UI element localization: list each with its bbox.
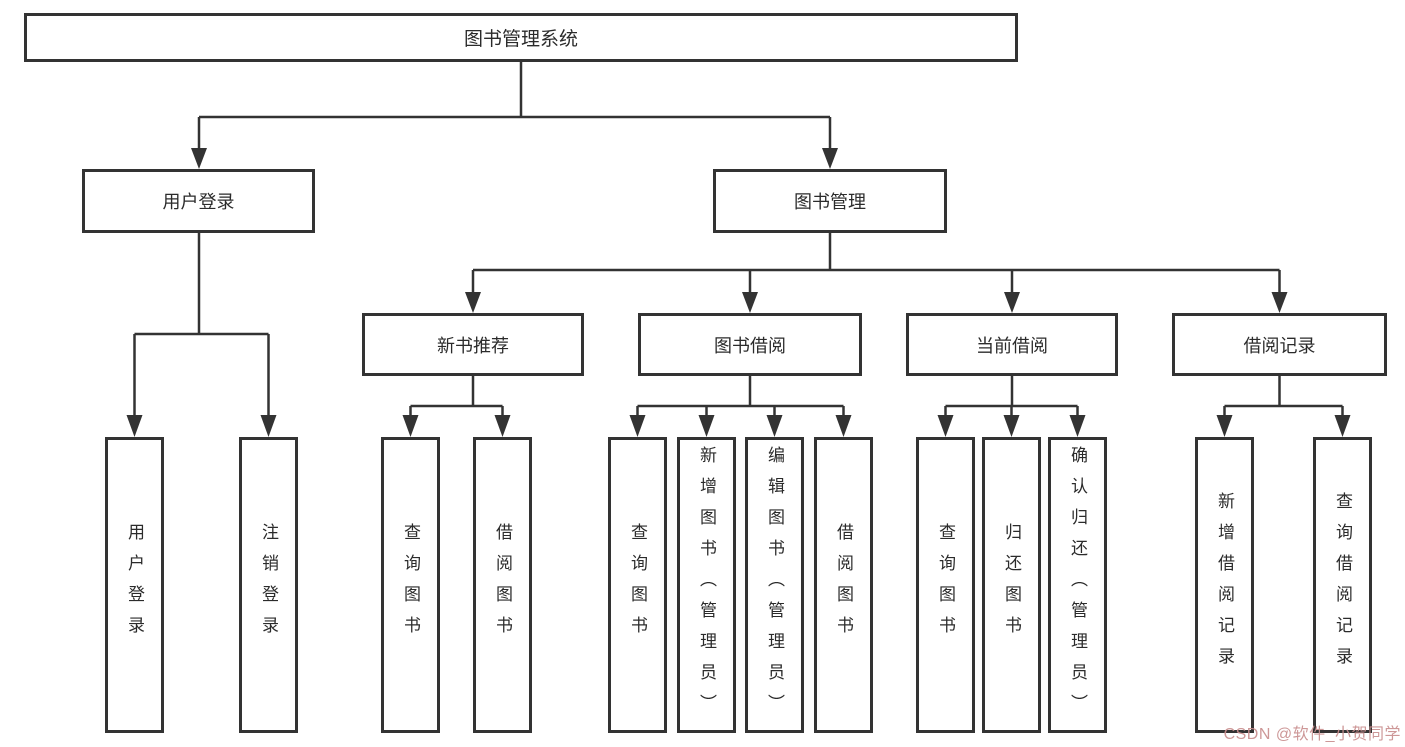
node-borrowing-records-label: 借阅记录 [1243,335,1316,356]
leaf-query-books-recommend: 查询图书 [381,437,440,733]
leaf-logout: 注销登录 [239,437,298,733]
leaf-query-borrow-record: 查询借阅记录 [1313,437,1372,733]
node-book-management-module-label: 图书管理 [794,192,866,212]
csdn-watermark: CSDN @软件_小贺同学 [1223,726,1401,743]
leaf-query-books-current: 查询图书 [916,437,975,733]
leaf-edit-book-admin: 编辑图书（管理员） [745,437,804,733]
leaf-user-login: 用户登录 [105,437,164,733]
leaf-borrow-books: 借阅图书 [814,437,873,733]
node-borrowing-records: 借阅记录 [1172,313,1387,376]
leaf-borrow-books-label: 借阅图书 [834,523,853,647]
node-new-book-recommend-label: 新书推荐 [437,335,509,356]
leaf-query-books-recommend-label: 查询图书 [401,523,420,647]
leaf-add-book-admin: 新增图书（管理员） [677,437,736,733]
leaf-query-books-current-label: 查询图书 [936,523,955,647]
leaf-return-book: 归还图书 [982,437,1041,733]
leaf-confirm-return-admin: 确认归还（管理员） [1048,437,1107,733]
node-book-borrowing-label: 图书借阅 [714,335,786,356]
node-library-system-root-label: 图书管理系统 [463,29,578,50]
leaf-add-borrow-record: 新增借阅记录 [1195,437,1254,733]
node-book-borrowing: 图书借阅 [638,313,862,376]
leaf-return-book-label: 归还图书 [1002,523,1021,647]
leaf-borrow-books-recommend-label: 借阅图书 [493,523,512,647]
node-user-login-module-label: 用户登录 [162,192,235,212]
node-book-management-module: 图书管理 [713,169,947,233]
node-user-login-module: 用户登录 [82,169,315,233]
leaf-logout-label: 注销登录 [259,523,278,647]
leaf-query-borrow-record-label: 查询借阅记录 [1333,492,1352,678]
leaf-confirm-return-admin-label: 确认归还（管理员） [1068,445,1087,725]
leaf-user-login-label: 用户登录 [125,523,144,647]
connector-lines [133,62,1344,418]
leaf-borrow-books-recommend: 借阅图书 [473,437,532,733]
leaf-query-books-borrowing: 查询图书 [608,437,667,733]
node-current-borrowing-label: 当前借阅 [976,335,1048,356]
leaf-query-books-borrowing-label: 查询图书 [628,523,647,647]
leaf-add-borrow-record-label: 新增借阅记录 [1215,492,1234,678]
leaf-add-book-admin-label: 新增图书（管理员） [697,445,716,725]
node-new-book-recommend: 新书推荐 [362,313,584,376]
leaf-edit-book-admin-label: 编辑图书（管理员） [765,445,784,725]
node-library-system-root: 图书管理系统 [24,13,1018,62]
node-current-borrowing: 当前借阅 [906,313,1118,376]
